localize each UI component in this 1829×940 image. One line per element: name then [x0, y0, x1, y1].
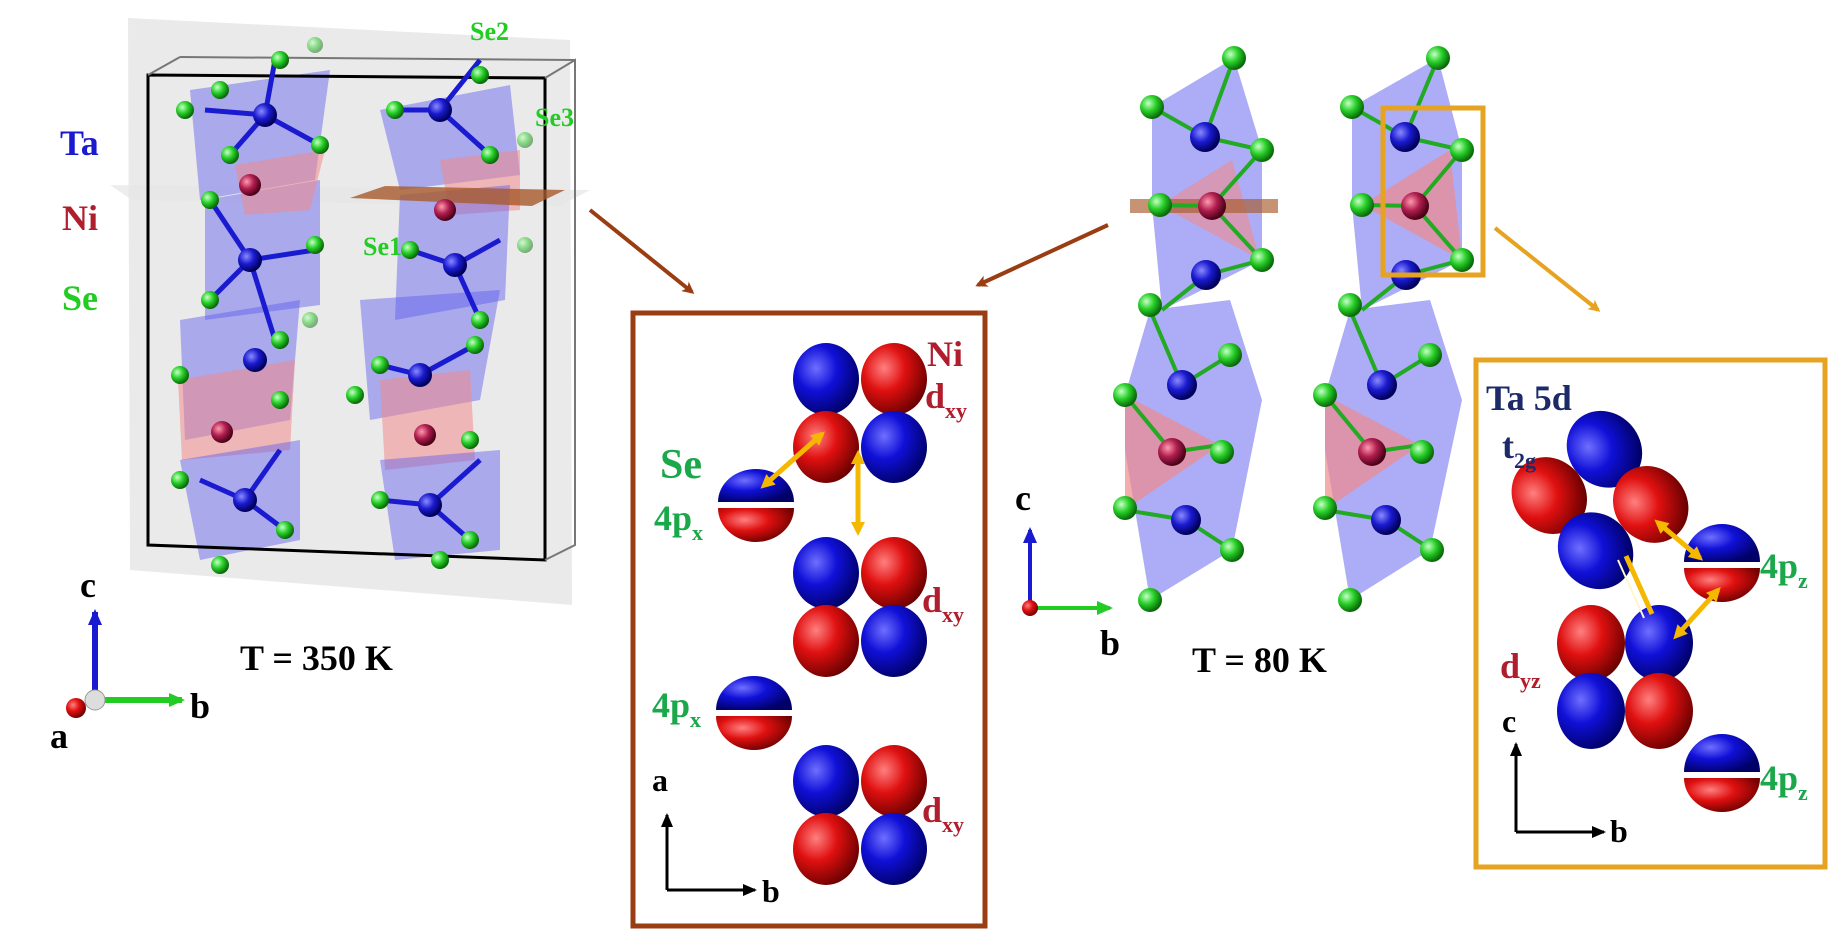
t2g-label-main: t: [1502, 426, 1514, 466]
px-label-upper-main: 4p: [654, 498, 692, 538]
temp-80k: T = 80 K: [1192, 640, 1327, 680]
dyz-label: dyz: [1500, 646, 1541, 693]
axis-b-80k: b: [1100, 623, 1120, 663]
dxy-label-mid: dxy: [922, 580, 964, 627]
se-label-panel: Se: [660, 442, 702, 488]
se3-label: Se3: [535, 103, 574, 132]
temp-350k: T = 350 K: [240, 638, 393, 678]
dxy-label-top-sub: xy: [945, 398, 967, 423]
dxy-label-mid-main: d: [922, 580, 942, 620]
dyz-label-sub: yz: [1520, 668, 1541, 693]
legend-se: Se: [62, 278, 98, 318]
px-label-lower-sub: x: [690, 707, 701, 732]
axes-80k: [1022, 527, 1113, 616]
axis-c-350k: c: [80, 565, 96, 605]
px-label-upper-sub: x: [692, 520, 703, 545]
pz-label-lower-sub: z: [1798, 780, 1808, 805]
dyz-label-main: d: [1500, 646, 1520, 686]
dxy-label-top-main: d: [925, 376, 945, 416]
structure-80k: [1113, 46, 1486, 612]
dxy-label-bottom: dxy: [922, 790, 964, 837]
pz-label-upper: 4pz: [1760, 546, 1808, 593]
arrow-to-ni-panel-right: [975, 223, 1109, 287]
ni-label: Ni: [927, 334, 963, 374]
px-label-lower-main: 4p: [652, 685, 690, 725]
legend-ni: Ni: [62, 198, 98, 238]
arrow-to-ta-panel: [1493, 226, 1601, 312]
legend-ta: Ta: [60, 123, 99, 163]
axis-c-80k: c: [1015, 478, 1031, 518]
t2g-label-sub: 2g: [1514, 448, 1536, 473]
pz-label-upper-main: 4p: [1760, 546, 1798, 586]
pz-label-lower-main: 4p: [1760, 758, 1798, 798]
dxy-label-mid-sub: xy: [942, 602, 964, 627]
panel-ni-orbitals: [630, 310, 988, 929]
axis-b-ta-panel: b: [1610, 813, 1628, 849]
dxy-label-bottom-main: d: [922, 790, 942, 830]
pz-label-upper-sub: z: [1798, 568, 1808, 593]
se1-label: Se1: [363, 232, 402, 261]
px-label-lower: 4px: [652, 685, 701, 732]
axis-b-350k: b: [190, 686, 210, 726]
axis-b-panel: b: [762, 873, 780, 909]
ta5d-label: Ta 5d: [1486, 378, 1572, 418]
axis-c-ta-panel: c: [1502, 703, 1516, 739]
arrow-to-ni-panel-left: [588, 208, 695, 294]
panel-ta-orbitals: [1473, 357, 1828, 870]
se2-label: Se2: [470, 17, 509, 46]
axis-a-panel: a: [652, 762, 668, 798]
px-label-upper: 4px: [654, 498, 703, 545]
axis-a-350k: a: [50, 716, 68, 756]
dxy-label-bottom-sub: xy: [942, 812, 964, 837]
t2g-label: t2g: [1502, 426, 1536, 473]
pz-label-lower: 4pz: [1760, 758, 1808, 805]
axes-350k: [66, 609, 185, 718]
structure-350k: [110, 18, 590, 605]
dxy-label-top: dxy: [925, 376, 967, 423]
